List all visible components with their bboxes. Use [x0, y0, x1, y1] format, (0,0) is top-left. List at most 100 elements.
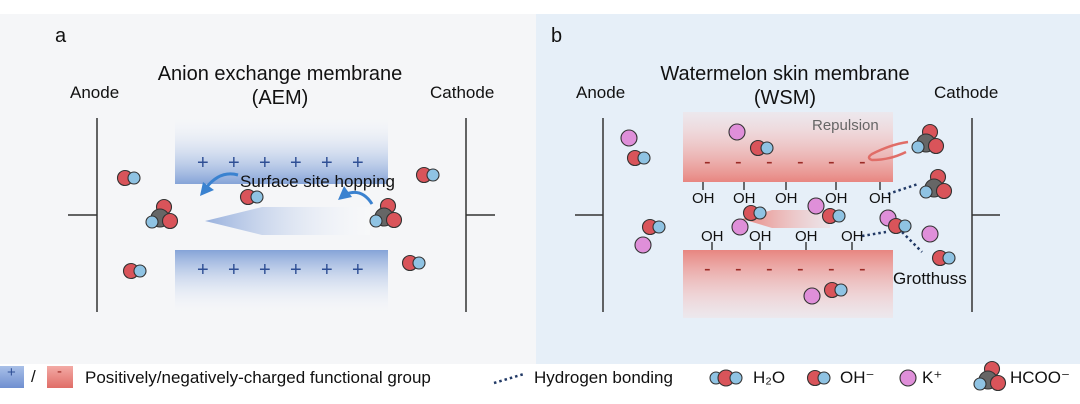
hcoo-ion — [919, 168, 953, 200]
k-ion — [921, 225, 939, 243]
oh-ion — [806, 369, 831, 387]
wsm-cathode-electrode — [971, 118, 1000, 312]
aem-plus-charge: + — [290, 259, 302, 281]
hop-arrow-left — [204, 172, 239, 189]
wsm-bottom-membrane — [683, 250, 893, 318]
wsm-minus-charge: - — [766, 258, 773, 280]
wsm-anode-electrode — [575, 118, 604, 312]
oh-group-label: OH — [825, 190, 848, 207]
aem-top-membrane — [175, 112, 388, 184]
aem-bottom-membrane — [175, 250, 388, 318]
hcoo-ion — [911, 123, 945, 155]
legend-plus-sign: + — [7, 364, 16, 381]
oh-ion — [641, 218, 666, 236]
panel-a-title-line1: Anion exchange membrane — [157, 63, 403, 85]
h-bond-2 — [861, 230, 887, 238]
oh-group-label: OH — [869, 190, 892, 207]
repulsion-arrow — [867, 140, 909, 162]
wsm-minus-charge: - — [704, 151, 711, 173]
hcoo-ion — [145, 198, 179, 230]
legend-k: K⁺ — [922, 368, 943, 387]
oh-ion — [823, 281, 848, 299]
aem-plus-charge: + — [352, 152, 364, 174]
grotthuss-label: Grotthuss — [893, 269, 967, 288]
panel-b-cathode-label: Cathode — [934, 83, 999, 102]
oh-ion — [626, 149, 651, 167]
oh-group-label: OH — [701, 228, 724, 245]
legend-h2o: H₂O — [753, 368, 786, 387]
legend-charged-groups: Positively/negatively-charged functional… — [85, 368, 431, 387]
k-ion — [899, 369, 917, 387]
panel-b-title-line2: (WSM) — [753, 87, 817, 109]
aem-plus-charge: + — [259, 152, 271, 174]
oh-group-label: OH — [692, 190, 715, 207]
aem-anode-electrode — [68, 118, 98, 312]
legend-hydrogen-bonding: Hydrogen bonding — [534, 368, 673, 387]
wsm-minus-charge: - — [735, 258, 742, 280]
k-ion — [634, 236, 652, 254]
oh-ion — [887, 217, 912, 235]
oh-ion — [116, 169, 141, 187]
h-bond-1 — [887, 182, 919, 196]
oh-group-label: OH — [775, 190, 798, 207]
wsm-minus-charge: - — [766, 151, 773, 173]
oh-ion — [122, 262, 147, 280]
legend-negative-swatch — [47, 366, 73, 388]
wsm-minus-charge: - — [859, 258, 866, 280]
wsm-bottom-oh-bonds — [711, 242, 853, 250]
legend-oh: OH⁻ — [840, 368, 875, 387]
k-ion — [728, 123, 746, 141]
panel-a-title-line2: (AEM) — [251, 87, 309, 109]
panel-b-letter: b — [551, 25, 563, 47]
legend-hcoo: HCOO⁻ — [1010, 368, 1070, 387]
panel-b-title-line1: Watermelon skin membrane — [660, 63, 910, 85]
k-ion — [803, 287, 821, 305]
oh-group-label: OH — [795, 228, 818, 245]
oh-ion — [239, 188, 264, 206]
aem-plus-charge: + — [197, 152, 209, 174]
aem-plus-charge: + — [321, 152, 333, 174]
aem-plus-charge: + — [228, 152, 240, 174]
panel-b-anode-label: Anode — [576, 83, 626, 102]
k-ion — [807, 197, 825, 215]
oh-ion — [931, 249, 956, 267]
wsm-top-membrane — [683, 112, 893, 182]
aem-cathode-electrode — [465, 118, 495, 312]
panel-a-anode-label: Anode — [70, 83, 120, 102]
hcoo-ion — [973, 360, 1007, 392]
aem-plus-charge: + — [352, 259, 364, 281]
legend-minus-sign: - — [57, 363, 62, 380]
wsm-top-oh-bonds — [702, 182, 881, 190]
k-ion — [620, 129, 638, 147]
aem-plus-charge: + — [321, 259, 333, 281]
wsm-minus-charge: - — [735, 151, 742, 173]
wsm-minus-charge: - — [828, 151, 835, 173]
aem-plus-charge: + — [197, 259, 209, 281]
panel-a-letter: a — [55, 25, 67, 47]
aem-plus-charge: + — [228, 259, 240, 281]
panel-a-cathode-label: Cathode — [430, 83, 495, 102]
k-ion — [731, 218, 749, 236]
wsm-minus-charge: - — [704, 258, 711, 280]
oh-ion — [415, 166, 440, 184]
h-bond-3 — [901, 231, 923, 253]
wsm-minus-charge: - — [797, 151, 804, 173]
oh-group-label: OH — [749, 228, 772, 245]
oh-ion — [742, 204, 767, 222]
surface-site-hopping-label: Surface site hopping — [240, 172, 395, 191]
oh-group-label: OH — [841, 228, 864, 245]
oh-ion — [821, 207, 846, 225]
wsm-minus-charge: - — [797, 258, 804, 280]
aem-flow-arrow — [205, 207, 370, 235]
hop-arrow-right — [345, 190, 374, 205]
oh-ion — [749, 139, 774, 157]
h2o-molecule — [709, 369, 743, 387]
wsm-minus-charge: - — [859, 151, 866, 173]
repulsion-label: Repulsion — [812, 117, 879, 134]
wsm-minus-charge: - — [828, 258, 835, 280]
hcoo-ion — [369, 197, 403, 229]
aem-plus-charge: + — [290, 152, 302, 174]
legend-positive-swatch — [0, 366, 24, 388]
oh-group-label: OH — [733, 190, 756, 207]
